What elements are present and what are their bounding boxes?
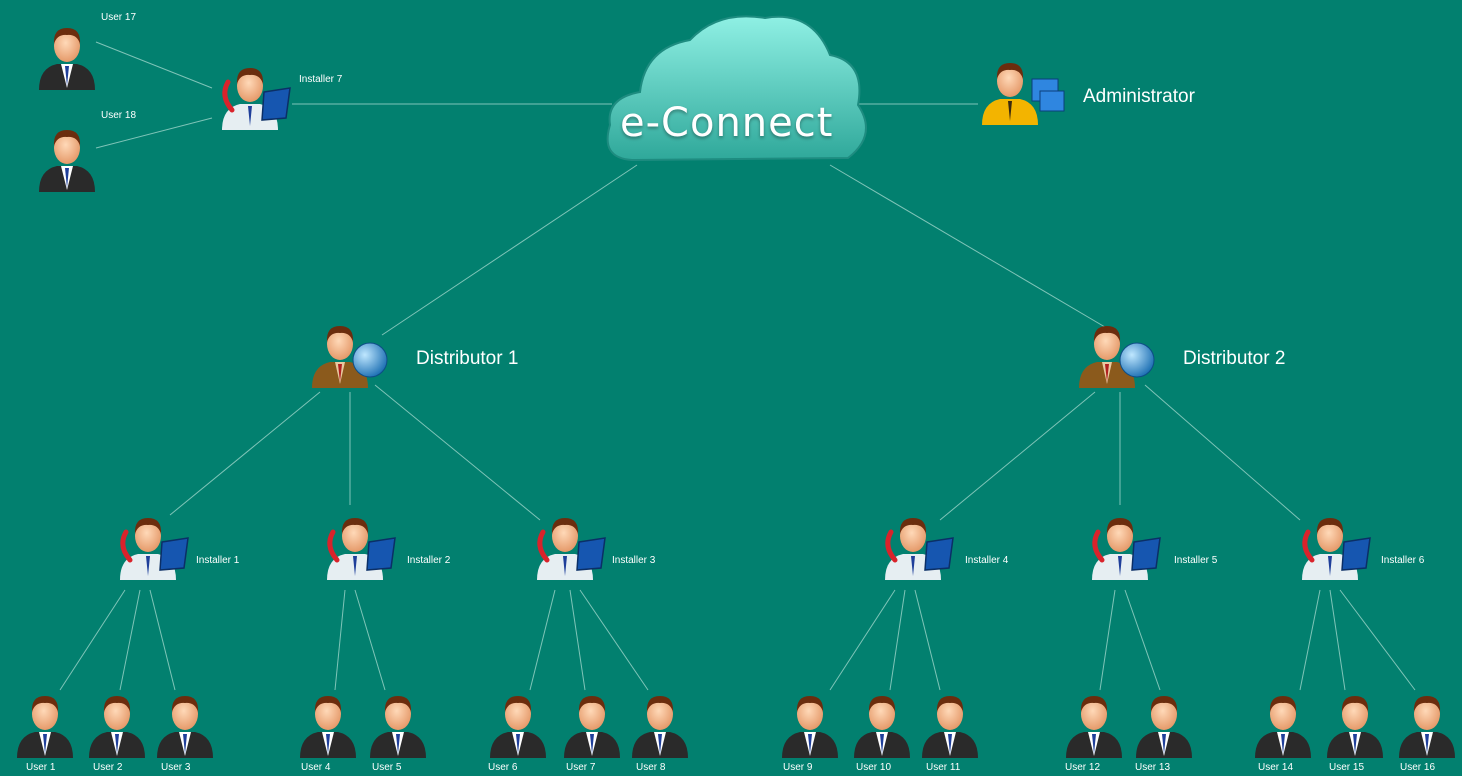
installer-label-4: Installer 4 — [965, 555, 1009, 566]
user-label-13: User 13 — [1135, 762, 1171, 773]
administrator-icon — [982, 63, 1065, 125]
installer-label-5: Installer 5 — [1174, 555, 1218, 566]
user-label-4: User 4 — [301, 762, 331, 773]
user-label-14: User 14 — [1258, 762, 1294, 773]
installer-label-2: Installer 2 — [407, 555, 451, 566]
user-label-3: User 3 — [161, 762, 191, 773]
installer-label-7: Installer 7 — [299, 74, 343, 85]
edges — [59, 41, 1416, 691]
user-label-10: User 10 — [856, 762, 892, 773]
user-label-12: User 12 — [1065, 762, 1101, 773]
installer-label-6: Installer 6 — [1381, 555, 1425, 566]
cloud-icon — [606, 15, 867, 162]
user-label-1: User 1 — [26, 762, 56, 773]
user-label-5: User 5 — [372, 762, 402, 773]
installer-label-3: Installer 3 — [612, 555, 656, 566]
administrator-label: Administrator — [1083, 86, 1195, 107]
cloud-title: e-Connect — [620, 100, 834, 146]
distributor-label-1: Distributor 1 — [416, 348, 519, 369]
user-label-17: User 17 — [101, 12, 137, 23]
user-label-16: User 16 — [1400, 762, 1436, 773]
distributor-label-2: Distributor 2 — [1183, 348, 1286, 369]
installer-label-1: Installer 1 — [196, 555, 240, 566]
user-label-18: User 18 — [101, 110, 137, 121]
user-label-6: User 6 — [488, 762, 518, 773]
user-label-2: User 2 — [93, 762, 123, 773]
user-label-8: User 8 — [636, 762, 666, 773]
user-label-15: User 15 — [1329, 762, 1365, 773]
user-label-9: User 9 — [783, 762, 813, 773]
user-label-7: User 7 — [566, 762, 596, 773]
user-label-11: User 11 — [926, 762, 961, 773]
